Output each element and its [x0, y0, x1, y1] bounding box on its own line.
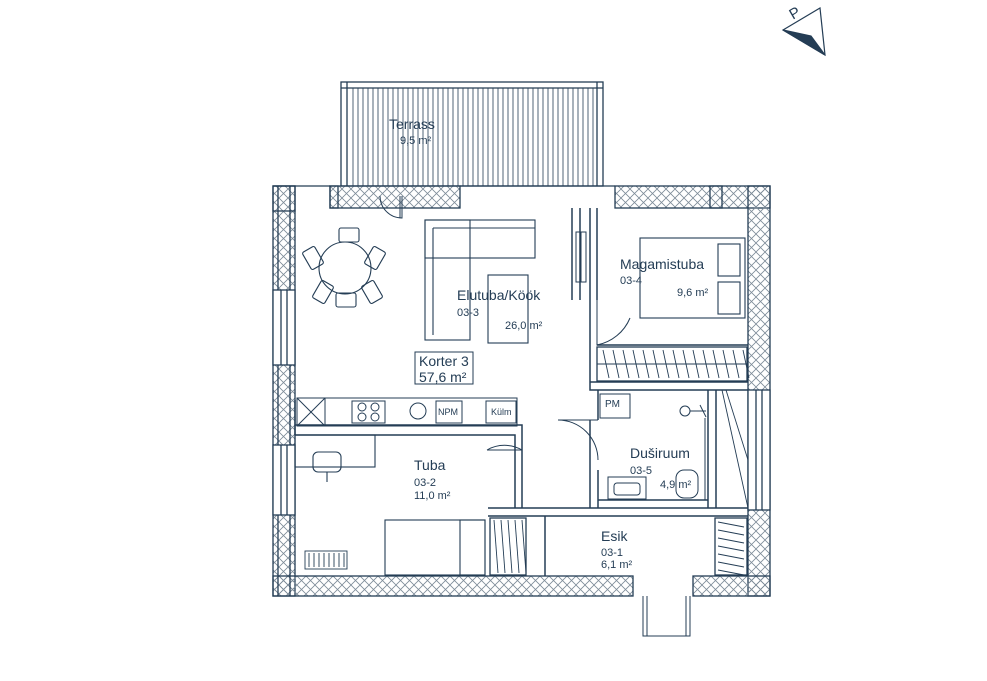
room-dusiruum-code: 03-5: [630, 465, 653, 477]
fridge-label: Külm: [491, 407, 512, 417]
apartment-label: Korter 3: [419, 353, 469, 369]
room-terrass-name: Terrass: [389, 116, 435, 132]
room-dusiruum-name: Duširuum: [630, 445, 690, 461]
room-magamistuba-area: 9,6 m²: [677, 287, 709, 299]
north-arrow-icon: [781, 7, 826, 57]
sofa: [424, 219, 536, 344]
dining-table: [302, 227, 386, 308]
wardrobes: [489, 346, 750, 576]
dishwasher-label: NPM: [438, 407, 458, 417]
room-tuba-area: 11,0 m²: [414, 490, 451, 502]
room-esik-code: 03-1: [601, 547, 624, 559]
desk: [294, 434, 376, 482]
room-magamistuba-name: Magamistuba: [620, 256, 705, 272]
windows: [272, 289, 771, 516]
terrace: [340, 81, 604, 187]
radiators: [304, 550, 348, 570]
apartment-label-box: [414, 351, 474, 385]
washer-label: PM: [605, 399, 620, 410]
room-esik-name: Esik: [601, 528, 628, 544]
room-elutuba-code: 03-3: [457, 307, 480, 319]
room-elutuba-name: Elutuba/Köök: [457, 287, 541, 303]
double-bed: [639, 237, 746, 319]
outer-walls: [272, 185, 771, 597]
single-bed: [384, 519, 486, 576]
room-terrass-area: 9,5 m²: [400, 135, 432, 147]
room-elutuba-area: 26,0 m²: [505, 320, 543, 332]
room-tuba-name: Tuba: [414, 457, 446, 473]
kitchen-counter: [296, 397, 518, 427]
bathroom-fixtures: [599, 393, 707, 500]
room-dusiruum-area: 4,9 m²: [660, 479, 692, 491]
apartment-area: 57,6 m²: [419, 369, 467, 385]
room-esik-area: 6,1 m²: [601, 559, 633, 571]
door-jamb: [575, 231, 587, 283]
doors: [379, 195, 691, 637]
room-tuba-code: 03-2: [414, 477, 437, 489]
room-magamistuba-code: 03-4: [620, 275, 643, 287]
